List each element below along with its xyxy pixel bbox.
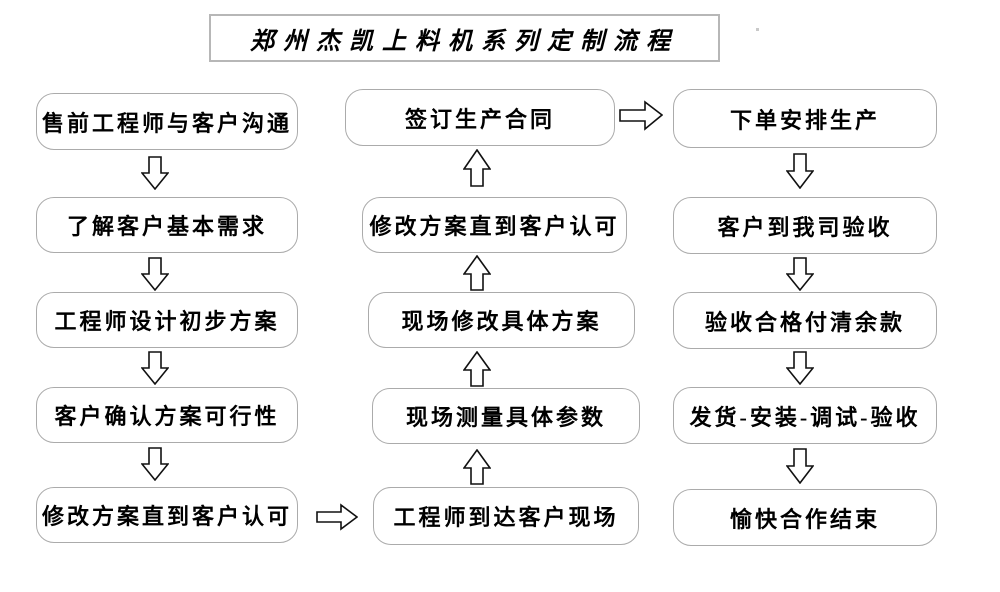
step-revise-until-approved-middle: 修改方案直到客户认可 — [362, 197, 627, 253]
down-arrow-icon — [141, 257, 169, 291]
step-pay-balance: 验收合格付清余款 — [673, 292, 937, 349]
down-arrow-icon — [786, 257, 814, 291]
step-understand-needs: 了解客户基本需求 — [36, 197, 298, 253]
down-arrow-icon — [786, 153, 814, 189]
step-presales-communication: 售前工程师与客户沟通 — [36, 93, 298, 150]
up-arrow-icon — [463, 255, 491, 291]
step-label: 签订生产合同 — [404, 106, 555, 132]
down-arrow-icon — [141, 156, 169, 190]
step-label: 修改方案直到客户认可 — [41, 504, 292, 529]
right-arrow-icon — [316, 503, 358, 531]
step-sign-contract: 签订生产合同 — [345, 89, 615, 146]
step-label: 修改方案直到客户认可 — [369, 214, 620, 239]
step-label: 工程师到达客户现场 — [393, 505, 619, 530]
up-arrow-icon — [463, 351, 491, 387]
step-label: 现场测量具体参数 — [405, 405, 606, 430]
step-confirm-feasibility: 客户确认方案可行性 — [36, 387, 298, 443]
step-label: 发货-安装-调试-验收 — [689, 404, 921, 430]
up-arrow-icon — [463, 449, 491, 485]
step-label: 售前工程师与客户沟通 — [41, 110, 292, 136]
step-onsite-modify-plan: 现场修改具体方案 — [368, 292, 635, 348]
step-cooperation-end: 愉快合作结束 — [673, 489, 937, 546]
down-arrow-icon — [141, 447, 169, 481]
step-label: 了解客户基本需求 — [66, 214, 267, 239]
down-arrow-icon — [786, 351, 814, 385]
down-arrow-icon — [786, 448, 814, 484]
step-customer-acceptance-visit: 客户到我司验收 — [673, 197, 937, 254]
step-onsite-measure-params: 现场测量具体参数 — [372, 388, 640, 444]
step-label: 客户确认方案可行性 — [54, 404, 280, 429]
step-engineer-arrives-site: 工程师到达客户现场 — [373, 487, 639, 545]
step-label: 客户到我司验收 — [717, 214, 893, 240]
down-arrow-icon — [141, 351, 169, 385]
step-label: 验收合格付清余款 — [704, 309, 905, 335]
title-box: 郑州杰凯上料机系列定制流程 — [209, 14, 720, 62]
page-title: 郑州杰凯上料机系列定制流程 — [250, 25, 679, 55]
step-label: 现场修改具体方案 — [401, 309, 602, 334]
stray-dot-artifact — [756, 28, 759, 31]
step-ship-install-debug-accept: 发货-安装-调试-验收 — [673, 387, 937, 444]
step-initial-design: 工程师设计初步方案 — [36, 292, 298, 348]
step-label: 愉快合作结束 — [729, 506, 880, 532]
step-label: 下单安排生产 — [729, 107, 880, 133]
step-place-order: 下单安排生产 — [673, 89, 937, 148]
right-arrow-icon — [619, 100, 663, 131]
step-label: 工程师设计初步方案 — [54, 309, 280, 334]
up-arrow-icon — [463, 149, 491, 187]
step-revise-until-approved-left: 修改方案直到客户认可 — [36, 487, 298, 543]
